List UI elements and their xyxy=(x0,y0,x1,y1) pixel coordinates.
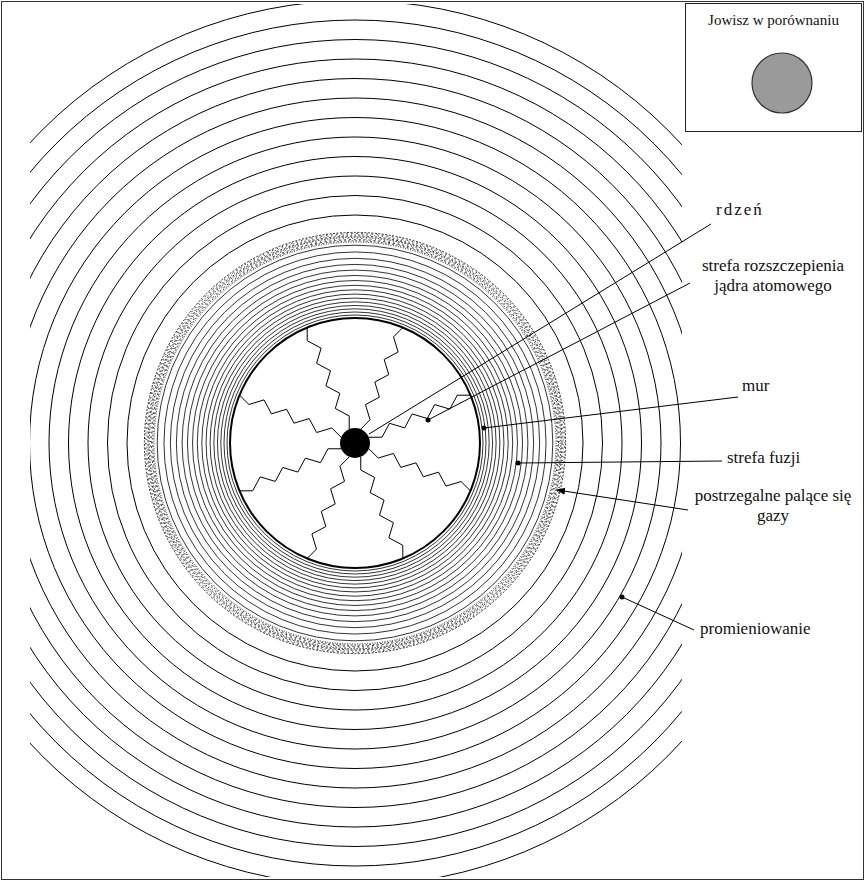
gas-speckle xyxy=(149,237,561,649)
radiation-arc xyxy=(49,137,661,749)
leader-line xyxy=(484,397,738,428)
radiation-arcs xyxy=(30,4,682,877)
leader-line xyxy=(622,597,694,630)
fusion-ring xyxy=(206,294,504,592)
fusion-ring xyxy=(202,290,508,596)
gas-speckle xyxy=(146,234,565,653)
leader-dot xyxy=(426,418,431,423)
leader-line xyxy=(518,461,722,463)
radiation-arc xyxy=(88,176,622,710)
fusion-ring xyxy=(187,275,522,610)
fusion-ring xyxy=(182,270,528,616)
radiation-arc xyxy=(30,118,681,769)
part-label: mur xyxy=(742,376,769,396)
leader-line xyxy=(428,283,690,420)
fission-ray xyxy=(307,328,349,430)
fusion-rings xyxy=(157,245,553,641)
radiation-arc xyxy=(30,98,682,788)
leader-dots xyxy=(426,418,625,600)
fission-ray xyxy=(307,457,349,559)
part-label: rdzeń xyxy=(716,200,764,220)
fusion-ring xyxy=(164,252,546,634)
radiation-arc xyxy=(30,40,682,847)
fusion-ring xyxy=(210,298,500,588)
fusion-ring xyxy=(176,264,533,621)
fusion-ring xyxy=(197,285,512,600)
fission-ray xyxy=(361,457,403,559)
jupiter-circle xyxy=(752,53,812,113)
wall-circle xyxy=(230,318,480,568)
radiation-arc xyxy=(30,4,682,877)
part-label: promieniowanie xyxy=(700,619,810,639)
leader-dot xyxy=(482,426,487,431)
fission-ray xyxy=(361,328,403,430)
radiation-arc xyxy=(30,59,682,827)
part-label: postrzegalne palące się gazy xyxy=(694,486,852,525)
part-label: strefa fuzji xyxy=(727,448,800,468)
gas-speckle xyxy=(154,242,556,644)
gas-speckle xyxy=(147,235,563,651)
radiation-arc xyxy=(127,215,583,671)
gas-speckle xyxy=(153,241,557,645)
leader-lines xyxy=(369,224,738,630)
fusion-ring xyxy=(224,312,486,574)
fusion-ring xyxy=(217,305,492,580)
part-label: strefa rozszczepienia jądra atomowego xyxy=(685,256,861,295)
fission-ray xyxy=(240,449,342,491)
fusion-ring xyxy=(227,315,483,571)
inset-box: Jowisz w porównaniu xyxy=(685,3,862,132)
fusion-ring xyxy=(157,245,553,641)
radiation-arc xyxy=(30,20,682,866)
radiation-arc xyxy=(30,79,682,808)
leader-arrow xyxy=(557,490,688,510)
burning-gas-ring xyxy=(144,232,565,653)
leader-dot xyxy=(516,461,521,466)
fusion-ring xyxy=(193,281,518,606)
radiation-arc xyxy=(108,196,603,691)
fission-rays xyxy=(240,328,471,559)
gas-speckle xyxy=(152,240,559,647)
leader-line xyxy=(369,224,711,434)
fusion-ring xyxy=(214,302,496,584)
fission-ray xyxy=(369,449,471,491)
gas-speckle xyxy=(148,236,562,650)
core-dot xyxy=(340,428,370,458)
gas-speckle xyxy=(144,232,565,653)
fusion-ring xyxy=(170,258,539,627)
fission-ray xyxy=(369,395,471,437)
gas-speckle xyxy=(150,238,559,647)
fusion-ring xyxy=(221,309,489,577)
radiation-arc xyxy=(69,157,642,730)
leader-dot xyxy=(620,595,625,600)
inset-title: Jowisz w porównaniu xyxy=(686,4,861,29)
fission-ray xyxy=(240,395,342,437)
